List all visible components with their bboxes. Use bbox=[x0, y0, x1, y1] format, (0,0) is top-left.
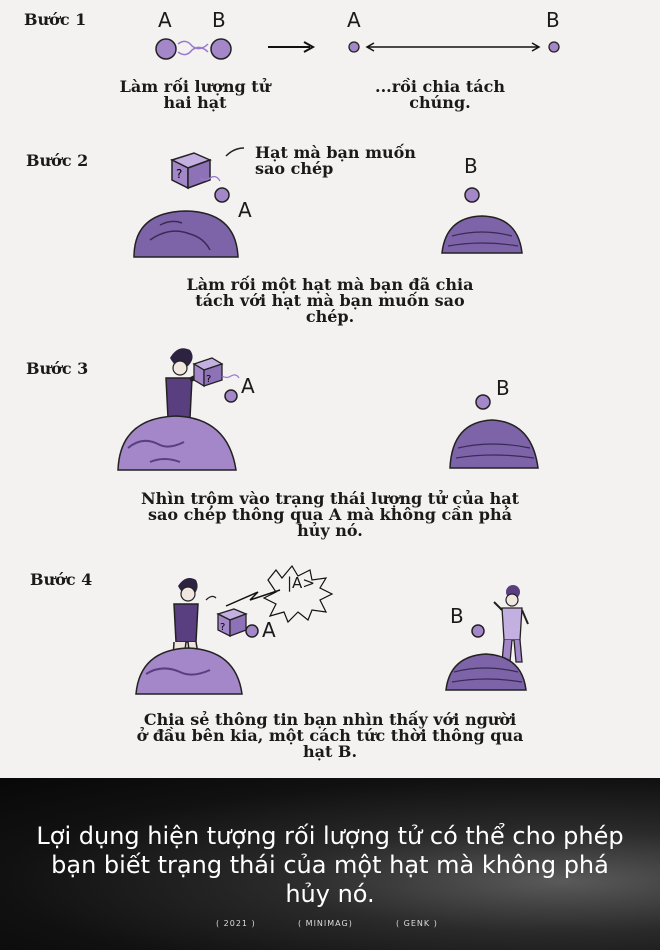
step2-particle-a bbox=[214, 187, 230, 203]
step3-particle-a bbox=[224, 389, 238, 403]
step2-caption: Làm rối một hạt mà bạn đã chia tách với … bbox=[186, 275, 474, 326]
step-1-label: Bước 1 bbox=[24, 10, 87, 29]
step2-planet-right bbox=[441, 215, 523, 254]
step4-burst-label: |A> bbox=[287, 574, 315, 592]
credit-minimag: ( MINIMAG) bbox=[298, 919, 353, 928]
step2-planet-left bbox=[133, 210, 239, 258]
svg-text:?: ? bbox=[220, 622, 225, 633]
svg-text:?: ? bbox=[176, 167, 182, 181]
step2-pointer-arrow bbox=[225, 147, 245, 157]
step4-burst bbox=[262, 564, 334, 624]
svg-text:?: ? bbox=[206, 374, 211, 385]
step-3-label: Bước 3 bbox=[26, 359, 89, 378]
step1-arrow bbox=[268, 41, 316, 53]
step-4-label: Bước 4 bbox=[30, 570, 93, 589]
step3-letter-a: A bbox=[241, 374, 255, 398]
step2-note: Hạt mà bạn muốn sao chép bbox=[255, 143, 416, 178]
credit-genk: ( GENK ) bbox=[396, 919, 438, 928]
step4-letter-a: A bbox=[262, 618, 276, 642]
step2-letter-a: A bbox=[238, 198, 252, 222]
step4-planet-right bbox=[445, 653, 527, 691]
step3-caption: Nhìn trộm vào trạng thái lượng tử của hạ… bbox=[140, 489, 520, 540]
step3-planet-left bbox=[117, 415, 237, 471]
step3-letter-b: B bbox=[496, 376, 510, 400]
step3-particle-b bbox=[475, 394, 491, 410]
step1-letter-b: B bbox=[212, 8, 226, 32]
illustration-panel: ? ? bbox=[24, 8, 560, 761]
step2-letter-b: B bbox=[464, 154, 478, 178]
step1-separated-pair bbox=[348, 41, 560, 53]
step1-letter-b-separated: B bbox=[546, 8, 560, 32]
footer-banner: Lợi dụng hiện tượng rối lượng tử có thể … bbox=[0, 778, 660, 950]
footer-message: Lợi dụng hiện tượng rối lượng tử có thể … bbox=[36, 822, 624, 908]
step1-letter-a: A bbox=[158, 8, 172, 32]
step4-cube: ? bbox=[216, 608, 248, 638]
step1-caption-entangle: Làm rối lượng tử hai hạt bbox=[119, 77, 271, 112]
step1-letter-a-separated: A bbox=[347, 8, 361, 32]
step4-particle-a bbox=[245, 624, 259, 638]
step4-particle-b bbox=[471, 624, 485, 638]
step2-cube: ? bbox=[170, 152, 221, 190]
step4-letter-b: B bbox=[450, 604, 464, 628]
step4-lightning bbox=[225, 589, 281, 607]
step4-planet-left bbox=[135, 647, 243, 695]
step1-caption-separate: ...rồi chia tách chúng. bbox=[375, 77, 505, 112]
credit-year: ( 2021 ) bbox=[216, 919, 256, 928]
drawings: ? ? bbox=[117, 38, 560, 695]
step1-entangled-pair bbox=[155, 38, 232, 60]
step4-receiver bbox=[493, 585, 529, 663]
step4-caption: Chia sẻ thông tin bạn nhìn thấy với ngườ… bbox=[136, 710, 524, 761]
step-2-label: Bước 2 bbox=[26, 151, 89, 170]
step2-particle-b bbox=[464, 187, 480, 203]
